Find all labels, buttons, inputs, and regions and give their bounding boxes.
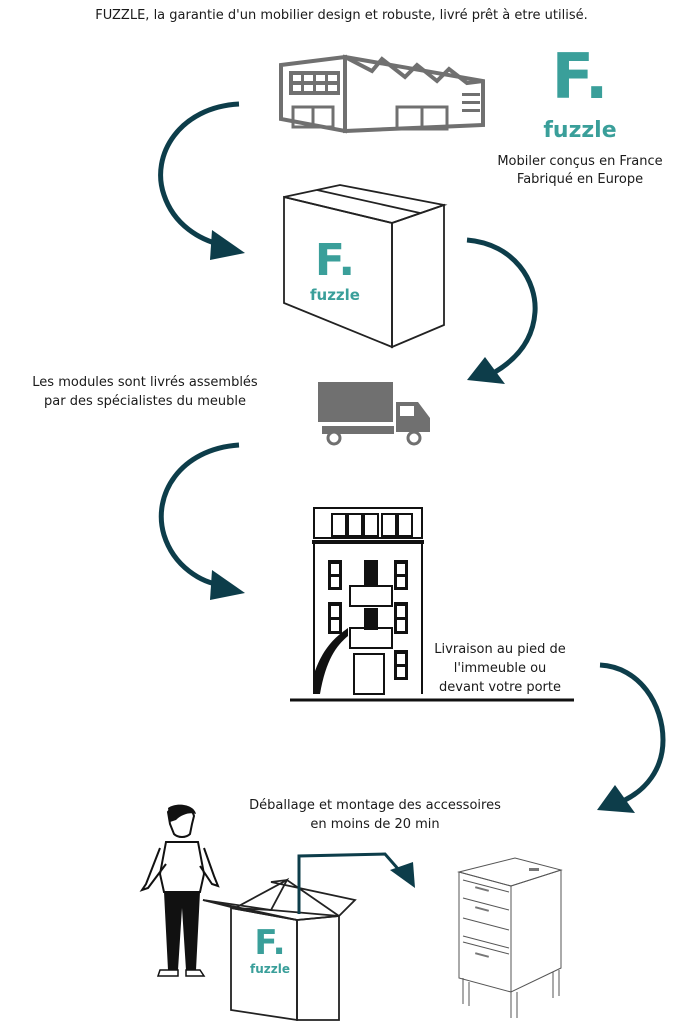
building-icon <box>290 507 574 702</box>
building-caption-line-1: Livraison au pied de <box>434 642 566 657</box>
box-logo-name: fuzzle <box>310 286 360 304</box>
open-box-icon <box>202 877 357 1022</box>
open-box-logo-name: fuzzle <box>250 962 290 976</box>
brand-logo-name: fuzzle <box>543 118 617 143</box>
box-logo-letter: F. <box>314 235 356 286</box>
unboxing-caption-line-2: en moins de 20 min <box>310 817 440 832</box>
box-icon <box>283 184 448 349</box>
origin-caption-line-1: Mobiler conçus en France <box>497 154 663 169</box>
unboxing-caption-line-1: Déballage et montage des accessoires <box>249 798 501 813</box>
building-caption-line-3: devant votre porte <box>439 680 561 695</box>
truck-icon <box>318 382 430 446</box>
truck-caption-line-1: Les modules sont livrés assemblés <box>32 375 258 390</box>
arrow-box-to-cabinet <box>297 852 415 914</box>
origin-caption-line-2: Fabriqué en Europe <box>516 172 644 187</box>
arrow-box-to-truck <box>466 237 538 384</box>
headline: FUZZLE, la garantie d'un mobilier design… <box>95 8 588 23</box>
person-icon <box>139 804 220 977</box>
factory-icon <box>279 54 485 134</box>
arrow-building-to-unboxing <box>597 662 666 813</box>
brand-logo-letter: F. <box>551 40 609 113</box>
cabinet-icon <box>457 857 563 1018</box>
building-caption-line-2: l'immeuble ou <box>453 661 547 676</box>
open-box-logo-letter: F. <box>254 923 286 963</box>
arrow-factory-to-box <box>158 101 245 260</box>
truck-caption-line-2: par des spécialistes du meuble <box>44 394 246 409</box>
arrow-truck-to-building <box>158 442 245 600</box>
